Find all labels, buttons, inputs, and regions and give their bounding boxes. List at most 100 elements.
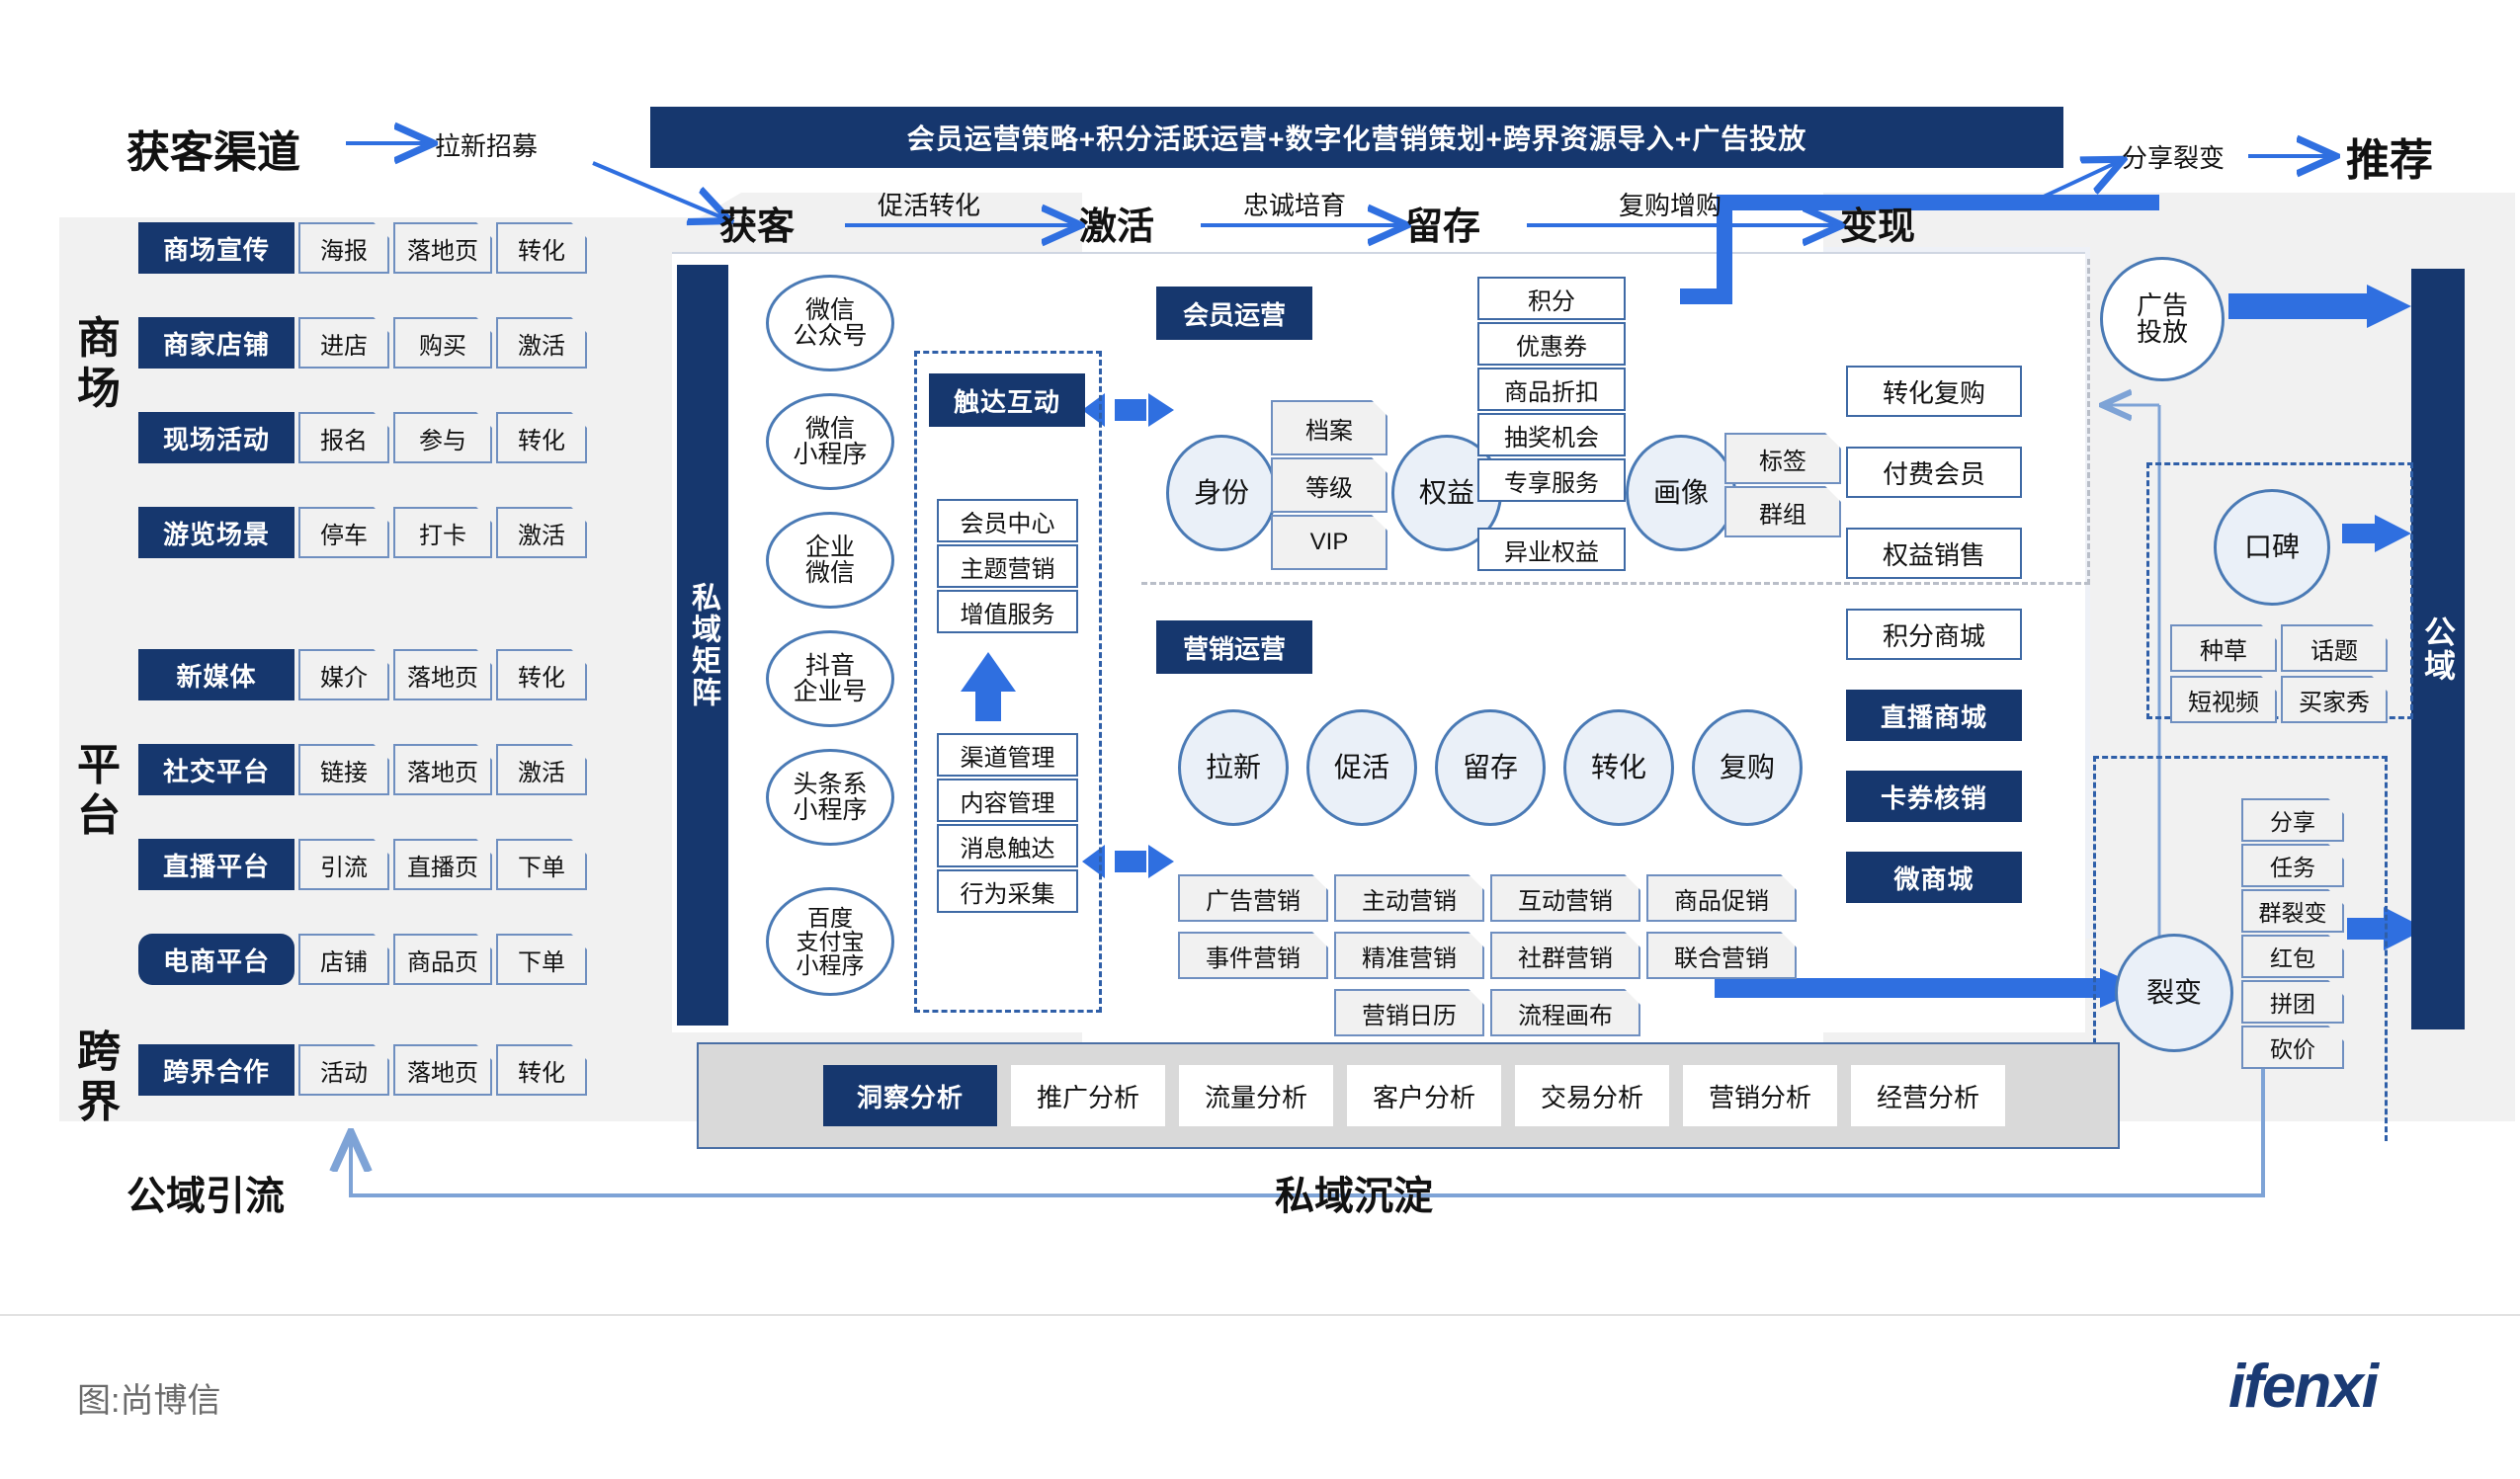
identity-item[interactable]: 等级 xyxy=(1271,457,1387,513)
wom-item[interactable]: 短视频 xyxy=(2170,676,2277,723)
channel-step[interactable]: 激活 xyxy=(496,507,587,558)
marketing-tactic[interactable]: 流程画布 xyxy=(1490,989,1640,1036)
channel-step[interactable]: 参与 xyxy=(393,412,492,463)
marketing-circle-1[interactable]: 促活 xyxy=(1306,709,1417,826)
channel-step[interactable]: 打卡 xyxy=(393,507,492,558)
channel-label-2[interactable]: 现场活动 xyxy=(138,412,294,463)
touch-upper-item[interactable]: 会员中心 xyxy=(937,499,1078,542)
matrix-channel-1[interactable]: 微信小程序 xyxy=(766,393,894,490)
marketing-circle-0[interactable]: 拉新 xyxy=(1178,709,1289,826)
touch-lower-item[interactable]: 渠道管理 xyxy=(937,733,1078,777)
touch-lower-item[interactable]: 内容管理 xyxy=(937,779,1078,822)
rights-item[interactable]: 异业权益 xyxy=(1477,528,1626,571)
wom-circle[interactable]: 口碑 xyxy=(2214,489,2330,606)
analytics-tab[interactable]: 推广分析 xyxy=(1011,1065,1165,1126)
channel-label-7[interactable]: 电商平台 xyxy=(138,934,294,985)
channel-step[interactable]: 转化 xyxy=(496,1044,587,1096)
channel-step[interactable]: 进店 xyxy=(298,317,389,369)
marketing-tactic[interactable]: 互动营销 xyxy=(1490,874,1640,922)
marketing-tactic[interactable]: 主动营销 xyxy=(1334,874,1484,922)
fission-circle[interactable]: 裂变 xyxy=(2115,934,2233,1052)
analytics-tab[interactable]: 经营分析 xyxy=(1851,1065,2005,1126)
fission-item[interactable]: 红包 xyxy=(2241,935,2344,978)
rights-item[interactable]: 商品折扣 xyxy=(1477,368,1626,411)
marketing-circle-2[interactable]: 留存 xyxy=(1435,709,1546,826)
monetization-item[interactable]: 直播商城 xyxy=(1846,690,2022,741)
marketing-tactic[interactable]: 营销日历 xyxy=(1334,989,1484,1036)
analytics-tab[interactable]: 客户分析 xyxy=(1347,1065,1501,1126)
analytics-tab[interactable]: 营销分析 xyxy=(1683,1065,1837,1126)
portrait-item[interactable]: 标签 xyxy=(1724,433,1841,484)
monetization-item[interactable]: 微商城 xyxy=(1846,852,2022,903)
rights-item[interactable]: 专享服务 xyxy=(1477,458,1626,502)
rights-item[interactable]: 抽奖机会 xyxy=(1477,413,1626,456)
monetization-item[interactable]: 付费会员 xyxy=(1846,447,2022,498)
fission-item[interactable]: 群裂变 xyxy=(2241,889,2344,933)
wom-item[interactable]: 话题 xyxy=(2281,624,2388,672)
ad-placement-circle[interactable]: 广告投放 xyxy=(2100,257,2225,381)
channel-step[interactable]: 直播页 xyxy=(393,839,492,890)
marketing-tactic[interactable]: 广告营销 xyxy=(1178,874,1328,922)
matrix-channel-4[interactable]: 头条系小程序 xyxy=(766,749,894,846)
marketing-tactic[interactable]: 事件营销 xyxy=(1178,932,1328,979)
marketing-tactic[interactable]: 社群营销 xyxy=(1490,932,1640,979)
channel-step[interactable]: 媒介 xyxy=(298,649,389,700)
channel-step[interactable]: 落地页 xyxy=(393,1044,492,1096)
monetization-item[interactable]: 卡券核销 xyxy=(1846,771,2022,822)
identity-item[interactable]: VIP xyxy=(1271,515,1387,570)
channel-label-4[interactable]: 新媒体 xyxy=(138,649,294,700)
channel-step[interactable]: 店铺 xyxy=(298,934,389,985)
fission-item[interactable]: 任务 xyxy=(2241,844,2344,887)
channel-step[interactable]: 下单 xyxy=(496,839,587,890)
matrix-channel-2[interactable]: 企业微信 xyxy=(766,512,894,609)
portrait-item[interactable]: 群组 xyxy=(1724,486,1841,537)
channel-step[interactable]: 落地页 xyxy=(393,222,492,274)
channel-step[interactable]: 激活 xyxy=(496,744,587,795)
touch-lower-item[interactable]: 行为采集 xyxy=(937,869,1078,913)
fission-item[interactable]: 砍价 xyxy=(2241,1026,2344,1069)
marketing-tactic[interactable]: 商品促销 xyxy=(1646,874,1797,922)
rights-item[interactable]: 优惠券 xyxy=(1477,322,1626,366)
channel-label-1[interactable]: 商家店铺 xyxy=(138,317,294,369)
analytics-tab[interactable]: 流量分析 xyxy=(1179,1065,1333,1126)
channel-step[interactable]: 落地页 xyxy=(393,649,492,700)
touch-upper-item[interactable]: 增值服务 xyxy=(937,590,1078,633)
rights-item[interactable]: 积分 xyxy=(1477,277,1626,320)
channel-step[interactable]: 转化 xyxy=(496,222,587,274)
channel-step[interactable]: 链接 xyxy=(298,744,389,795)
marketing-tactic[interactable]: 联合营销 xyxy=(1646,932,1797,979)
channel-step[interactable]: 引流 xyxy=(298,839,389,890)
channel-step[interactable]: 下单 xyxy=(496,934,587,985)
member-identity-circle[interactable]: 身份 xyxy=(1166,435,1277,551)
channel-step[interactable]: 激活 xyxy=(496,317,587,369)
identity-item[interactable]: 档案 xyxy=(1271,400,1387,455)
fission-item[interactable]: 拼团 xyxy=(2241,980,2344,1024)
channel-step[interactable]: 购买 xyxy=(393,317,492,369)
member-portrait-circle[interactable]: 画像 xyxy=(1626,435,1736,551)
analytics-tab[interactable]: 交易分析 xyxy=(1515,1065,1669,1126)
channel-label-5[interactable]: 社交平台 xyxy=(138,744,294,795)
channel-label-8[interactable]: 跨界合作 xyxy=(138,1044,294,1096)
monetization-item[interactable]: 转化复购 xyxy=(1846,366,2022,417)
monetization-item[interactable]: 权益销售 xyxy=(1846,528,2022,579)
fission-item[interactable]: 分享 xyxy=(2241,798,2344,842)
touch-upper-item[interactable]: 主题营销 xyxy=(937,544,1078,588)
channel-step[interactable]: 落地页 xyxy=(393,744,492,795)
wom-item[interactable]: 种草 xyxy=(2170,624,2277,672)
monetization-item[interactable]: 积分商城 xyxy=(1846,609,2022,660)
touch-lower-item[interactable]: 消息触达 xyxy=(937,824,1078,867)
matrix-channel-0[interactable]: 微信公众号 xyxy=(766,275,894,371)
channel-step[interactable]: 商品页 xyxy=(393,934,492,985)
analytics-tab-active[interactable]: 洞察分析 xyxy=(823,1065,997,1126)
matrix-channel-5[interactable]: 百度支付宝小程序 xyxy=(766,887,894,996)
marketing-tactic[interactable]: 精准营销 xyxy=(1334,932,1484,979)
channel-step[interactable]: 停车 xyxy=(298,507,389,558)
channel-step[interactable]: 转化 xyxy=(496,649,587,700)
channel-step[interactable]: 活动 xyxy=(298,1044,389,1096)
marketing-circle-3[interactable]: 转化 xyxy=(1563,709,1674,826)
channel-label-0[interactable]: 商场宣传 xyxy=(138,222,294,274)
channel-step[interactable]: 海报 xyxy=(298,222,389,274)
channel-step[interactable]: 报名 xyxy=(298,412,389,463)
channel-label-6[interactable]: 直播平台 xyxy=(138,839,294,890)
matrix-channel-3[interactable]: 抖音企业号 xyxy=(766,630,894,727)
